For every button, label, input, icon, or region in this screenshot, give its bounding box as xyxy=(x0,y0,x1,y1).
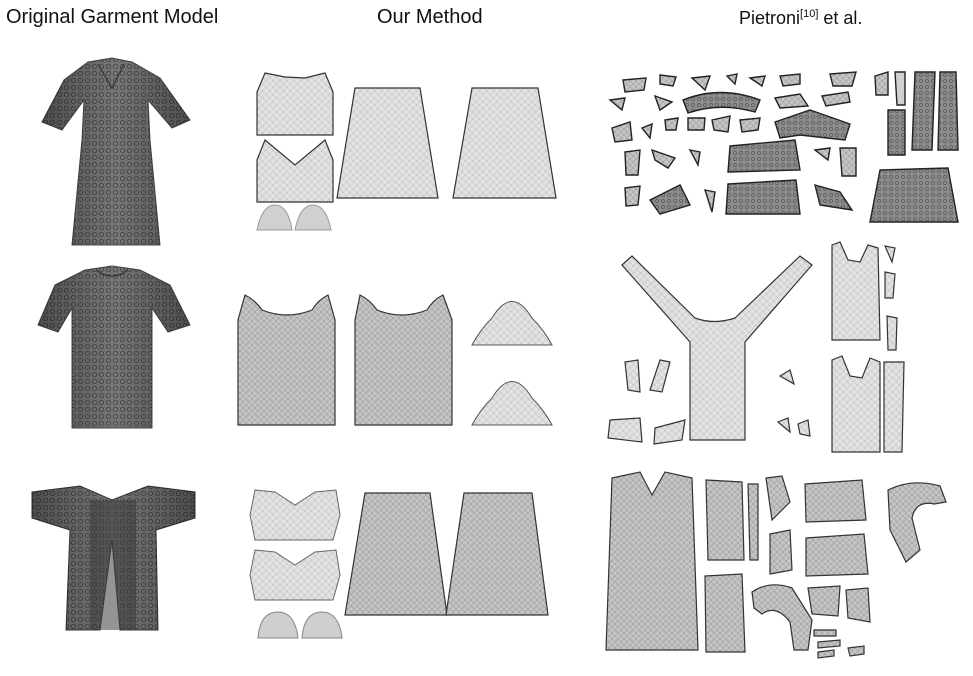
pattern-piece xyxy=(640,122,653,140)
pattern-piece xyxy=(887,109,906,156)
garment-model-dress xyxy=(41,57,191,246)
pattern-piece xyxy=(748,75,766,88)
pattern-piece xyxy=(739,117,761,133)
pattern-piece xyxy=(776,417,791,434)
pattern-piece xyxy=(807,585,841,617)
pattern-piece xyxy=(817,639,841,649)
pattern-piece xyxy=(804,479,867,523)
pattern-piece xyxy=(608,97,626,112)
pattern-piece xyxy=(883,361,905,453)
pattern-piece xyxy=(829,71,857,87)
pattern-piece xyxy=(452,87,557,199)
pattern-piece xyxy=(884,271,896,299)
header-pietroni-et-al: Pietroni[10] et al. xyxy=(739,8,862,29)
header-original-garment-model: Original Garment Model xyxy=(6,6,219,28)
pattern-piece xyxy=(650,148,677,169)
pattern-piece xyxy=(256,204,293,231)
pattern-piece xyxy=(847,645,865,657)
pattern-piece xyxy=(894,71,906,106)
pattern-piece xyxy=(705,479,745,561)
pattern-piece xyxy=(883,245,896,264)
pietroni-ref: [10] xyxy=(800,8,819,20)
pattern-piece xyxy=(624,185,641,207)
pattern-piece xyxy=(344,492,448,616)
garment-model-tunic xyxy=(37,265,191,429)
pattern-piece xyxy=(814,184,854,211)
pattern-piece xyxy=(256,139,334,203)
pattern-piece xyxy=(725,73,738,86)
pattern-piece xyxy=(778,369,795,386)
pattern-piece xyxy=(659,74,677,87)
pietroni-pieces-row1 xyxy=(608,71,959,223)
pattern-piece xyxy=(869,167,959,223)
pattern-piece xyxy=(622,77,647,93)
pattern-piece xyxy=(751,584,813,651)
pattern-piece xyxy=(471,381,553,426)
pattern-piece xyxy=(704,573,746,653)
pattern-piece xyxy=(688,149,701,168)
pattern-piece xyxy=(607,417,643,443)
pattern-piece xyxy=(711,115,731,133)
pattern-piece xyxy=(747,483,759,561)
pattern-piece xyxy=(611,121,633,143)
pattern-piece xyxy=(911,71,936,151)
pattern-piece xyxy=(725,179,801,215)
pattern-piece xyxy=(797,419,811,437)
pattern-piece xyxy=(336,87,439,199)
pattern-piece xyxy=(779,73,801,87)
our-pieces-row1 xyxy=(256,72,557,231)
pattern-piece xyxy=(874,71,889,96)
pattern-piece xyxy=(445,492,549,616)
pattern-piece xyxy=(831,355,881,453)
pattern-piece xyxy=(621,255,813,441)
garment-model-off-shoulder-dress xyxy=(31,485,196,631)
pattern-piece xyxy=(354,294,453,426)
pattern-piece xyxy=(664,117,679,131)
pattern-piece xyxy=(648,184,691,215)
pattern-piece xyxy=(817,649,835,659)
our-pieces-row2 xyxy=(237,294,553,426)
pattern-piece xyxy=(765,475,791,522)
pattern-piece xyxy=(845,587,871,623)
pietroni-suffix: et al. xyxy=(818,8,863,28)
pattern-piece xyxy=(257,611,299,639)
pietroni-name: Pietroni xyxy=(739,8,801,28)
pattern-piece xyxy=(805,533,869,577)
pattern-piece xyxy=(774,109,851,141)
pattern-piece xyxy=(727,139,801,173)
pattern-piece xyxy=(471,301,553,346)
pattern-piece xyxy=(653,94,674,112)
pattern-piece xyxy=(687,117,706,131)
pattern-piece xyxy=(249,549,341,601)
pattern-piece xyxy=(813,147,831,162)
pattern-piece xyxy=(653,419,686,445)
pattern-piece xyxy=(821,91,851,107)
pattern-piece xyxy=(649,359,671,393)
pattern-piece xyxy=(773,93,810,109)
pietroni-pieces-row2 xyxy=(607,241,905,453)
pattern-piece xyxy=(301,611,343,639)
pattern-piece xyxy=(237,294,336,426)
pattern-piece xyxy=(703,189,716,213)
header-our-method: Our Method xyxy=(377,6,483,28)
pietroni-pieces-row3 xyxy=(605,471,947,659)
pattern-piece xyxy=(839,147,857,177)
pattern-piece xyxy=(605,471,699,651)
pattern-piece xyxy=(624,359,641,393)
pattern-piece xyxy=(937,71,959,151)
our-pieces-row3 xyxy=(249,489,549,639)
pattern-piece xyxy=(887,482,947,563)
pattern-piece xyxy=(831,241,881,341)
pattern-piece xyxy=(886,315,898,351)
pattern-piece xyxy=(294,204,332,231)
pattern-piece xyxy=(249,489,341,541)
pattern-piece xyxy=(256,72,334,136)
pattern-piece xyxy=(624,149,641,176)
pattern-piece xyxy=(813,629,837,637)
pattern-piece xyxy=(682,91,761,114)
pattern-piece xyxy=(769,529,793,575)
pattern-piece xyxy=(690,75,712,92)
